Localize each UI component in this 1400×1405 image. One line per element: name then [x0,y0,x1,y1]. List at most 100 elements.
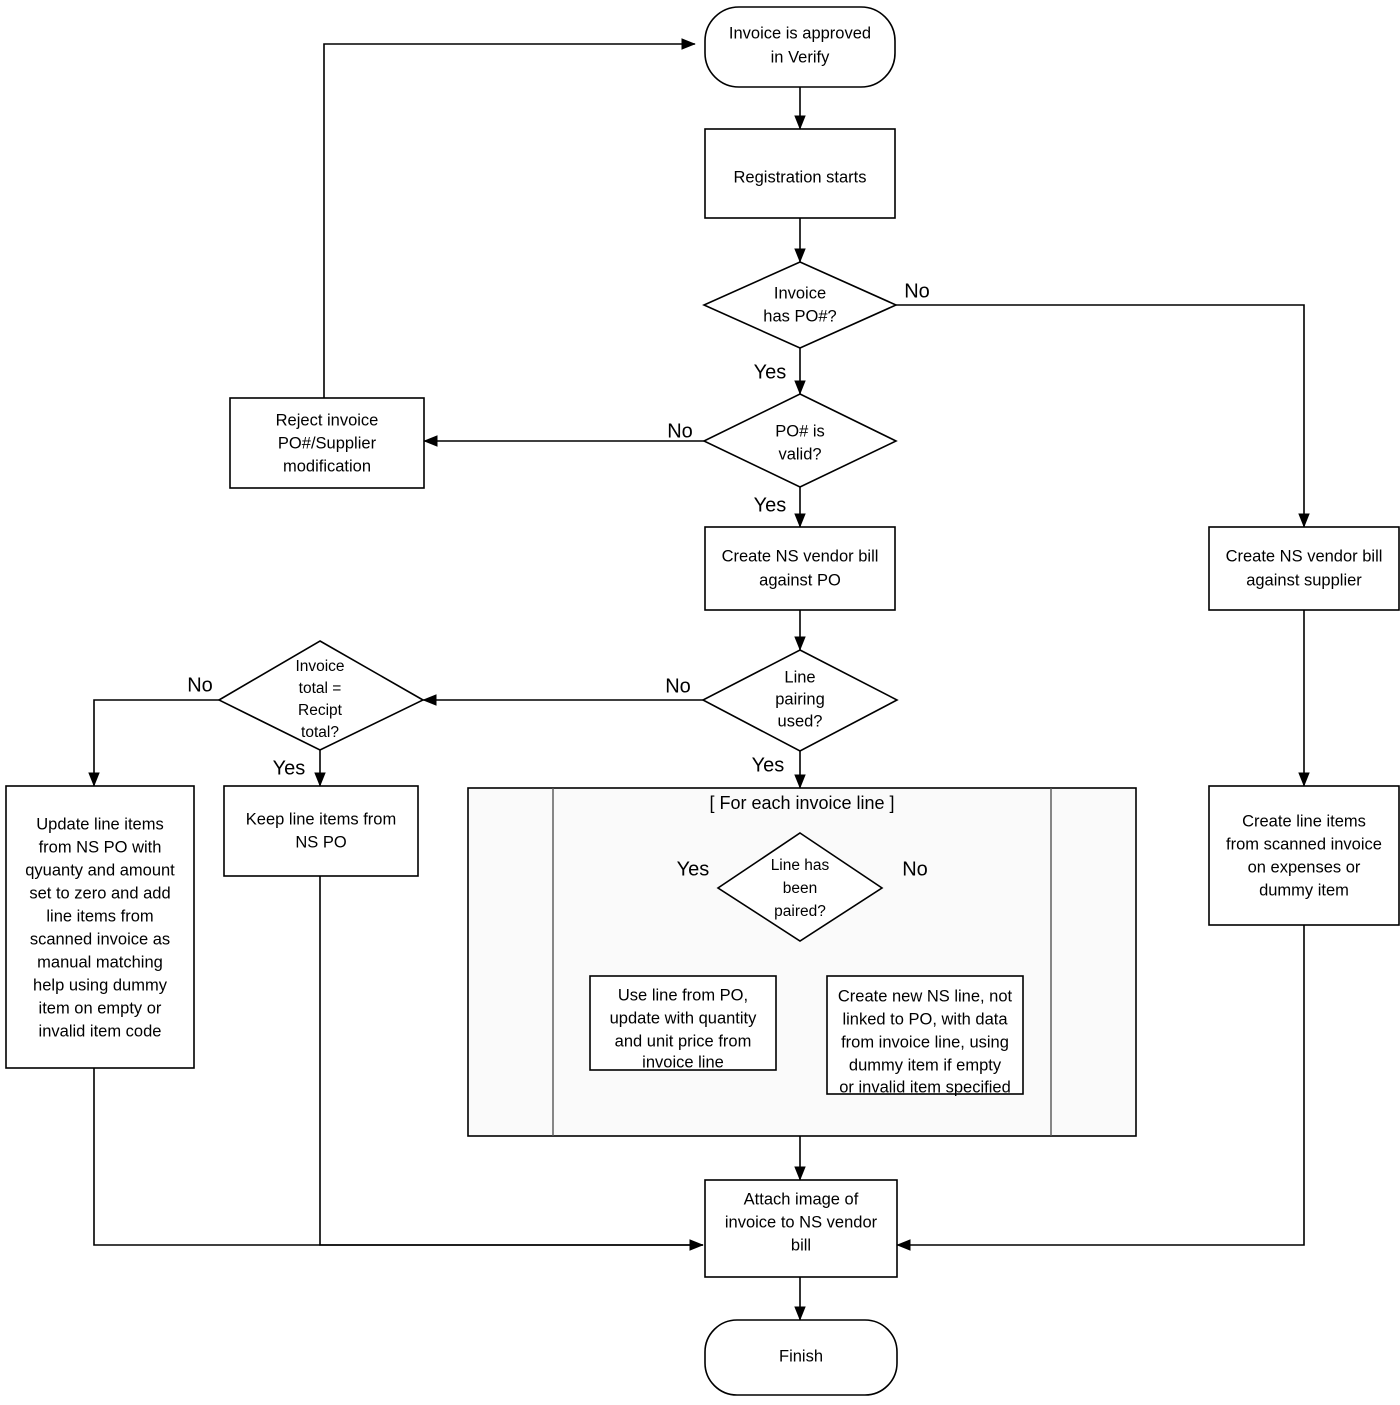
edge-label-layer: No Yes No Yes No Yes No Yes Yes No [187,280,930,880]
has-po-label-line2: has PO#? [763,307,836,325]
create-ns-line-label-line5: or invalid item specified [839,1078,1011,1096]
create-ns-line-label-line1: Create new NS line, not [838,987,1013,1005]
bill-po-label-line1: Create NS vendor bill [722,547,879,565]
totals-label-line3: Recipt [298,702,343,719]
reject-label-line3: modification [283,457,371,475]
node-keep-line-items[interactable]: Keep line items from NS PO [223,785,419,877]
use-po-line-label-line4: invoice line [642,1053,724,1071]
edge-label-paired-no: No [902,858,928,880]
update-lines-label-line5: line items from [46,907,153,925]
use-po-line-label-line1: Use line from PO, [618,986,748,1004]
line-pairing-label-line2: pairing [775,690,825,708]
update-lines-label-line9: item on empty or [39,999,162,1017]
use-po-line-label-line2: update with quantity [610,1009,758,1027]
line-pairing-label-line1: Line [784,668,815,686]
node-update-line-items[interactable]: Update line items from NS PO with qyuant… [5,785,195,1069]
start-shape[interactable] [704,6,896,88]
attach-image-label-line1: Attach image of [744,1190,859,1208]
line-paired-shape[interactable] [716,832,884,942]
create-ns-line-shape[interactable] [826,975,1024,1095]
line-pairing-shape[interactable] [701,649,899,752]
reject-label-line2: PO#/Supplier [278,434,377,452]
keep-lines-label-line2: NS PO [295,833,347,851]
create-lines-label-line3: on expenses or [1248,858,1361,876]
create-lines-scanned-shape[interactable] [1208,785,1400,926]
edge-label-pairing-yes: Yes [752,754,785,776]
create-lines-label-line4: dummy item [1259,881,1349,899]
line-pairing-label-line3: used? [778,712,823,730]
update-lines-label-line6: scanned invoice as [30,930,170,948]
totals-label-line2: total = [299,680,342,697]
use-po-line-shape[interactable] [589,975,777,1071]
totals-label-line4: total? [301,724,339,741]
edge-label-po-valid-yes: Yes [754,494,787,516]
reject-label-line1: Reject invoice [276,411,379,429]
edge-has-po-no-to-bill-supplier [896,304,1310,528]
attach-image-label-line2: invoice to NS vendor [725,1213,878,1231]
start-label-line1: Invoice is approved [729,24,871,42]
po-valid-shape[interactable] [702,393,898,488]
edge-label-pairing-no: No [665,675,691,697]
po-valid-label-line2: valid? [778,445,821,463]
create-lines-label-line2: from scanned invoice [1226,835,1382,853]
node-finish[interactable]: Finish [704,1319,898,1396]
update-lines-label-line4: set to zero and add [29,884,170,902]
create-lines-label-line1: Create line items [1242,812,1366,830]
edge-create-lines-to-attach-image [896,925,1305,1251]
has-po-label-line1: Invoice [774,284,826,302]
bill-po-shape[interactable] [704,526,896,611]
reject-shape[interactable] [229,397,425,489]
edge-totals-no-to-update-lines [88,699,219,787]
edge-label-totals-yes: Yes [273,757,306,779]
node-start[interactable]: Invoice is approved in Verify [704,6,896,88]
bill-po-label-line2: against PO [759,571,841,589]
update-lines-shape[interactable] [5,785,195,1069]
node-create-new-ns-line[interactable]: Create new NS line, not linked to PO, wi… [826,975,1024,1096]
registration-label: Registration starts [734,168,867,186]
bill-supplier-label-line1: Create NS vendor bill [1226,547,1383,565]
start-label-line2: in Verify [771,48,830,66]
loop-frame-for-each-invoice-line: [ For each invoice line ] [467,787,1137,1137]
update-lines-label-line10: invalid item code [39,1022,162,1040]
node-create-line-items-scanned[interactable]: Create line items from scanned invoice o… [1208,785,1400,926]
has-po-shape[interactable] [702,261,898,349]
registration-shape[interactable] [704,128,896,219]
line-paired-label-line1: Line has [771,857,830,874]
node-decision-line-has-been-paired[interactable]: Line has been paired? [716,832,884,942]
attach-image-label-line3: bill [791,1236,811,1254]
edge-reject-to-start-feedback [323,38,696,398]
attach-image-shape[interactable] [704,1179,898,1278]
node-use-line-from-po[interactable]: Use line from PO, update with quantity a… [589,975,777,1071]
line-paired-label-line2: been [783,880,817,897]
line-paired-label-line3: paired? [774,903,826,920]
edge-label-has-po-no: No [904,280,930,302]
finish-label: Finish [779,1347,823,1365]
node-reject-invoice[interactable]: Reject invoice PO#/Supplier modification [229,397,425,489]
node-decision-invoice-has-po[interactable]: Invoice has PO#? [702,261,898,349]
po-valid-label-line1: PO# is [775,422,825,440]
totals-label-line1: Invoice [295,658,344,675]
create-ns-line-label-line4: dummy item if empty [849,1056,1002,1074]
edge-keep-lines-to-attach-image [319,876,703,1246]
edge-label-paired-yes: Yes [677,858,710,880]
node-decision-po-valid[interactable]: PO# is valid? [702,393,898,488]
node-decision-totals-match[interactable]: Invoice total = Recipt total? [217,640,425,751]
edge-label-po-valid-no: No [667,420,693,442]
finish-shape[interactable] [704,1319,898,1396]
update-lines-label-line2: from NS PO with [39,838,162,856]
bill-supplier-shape[interactable] [1208,526,1400,611]
totals-match-shape[interactable] [217,640,425,751]
update-lines-label-line8: help using dummy [33,976,168,994]
node-create-bill-against-supplier[interactable]: Create NS vendor bill against supplier [1208,526,1400,611]
keep-lines-shape[interactable] [223,785,419,877]
node-registration-starts[interactable]: Registration starts [704,128,896,219]
node-create-bill-against-po[interactable]: Create NS vendor bill against PO [704,526,896,611]
use-po-line-label-line3: and unit price from [615,1032,752,1050]
update-lines-label-line3: qyuanty and amount [25,861,175,879]
node-attach-image[interactable]: Attach image of invoice to NS vendor bil… [704,1179,898,1278]
loop-header-label: [ For each invoice line ] [709,793,894,813]
node-decision-line-pairing-used[interactable]: Line pairing used? [701,649,899,752]
keep-lines-label-line1: Keep line items from [246,810,396,828]
